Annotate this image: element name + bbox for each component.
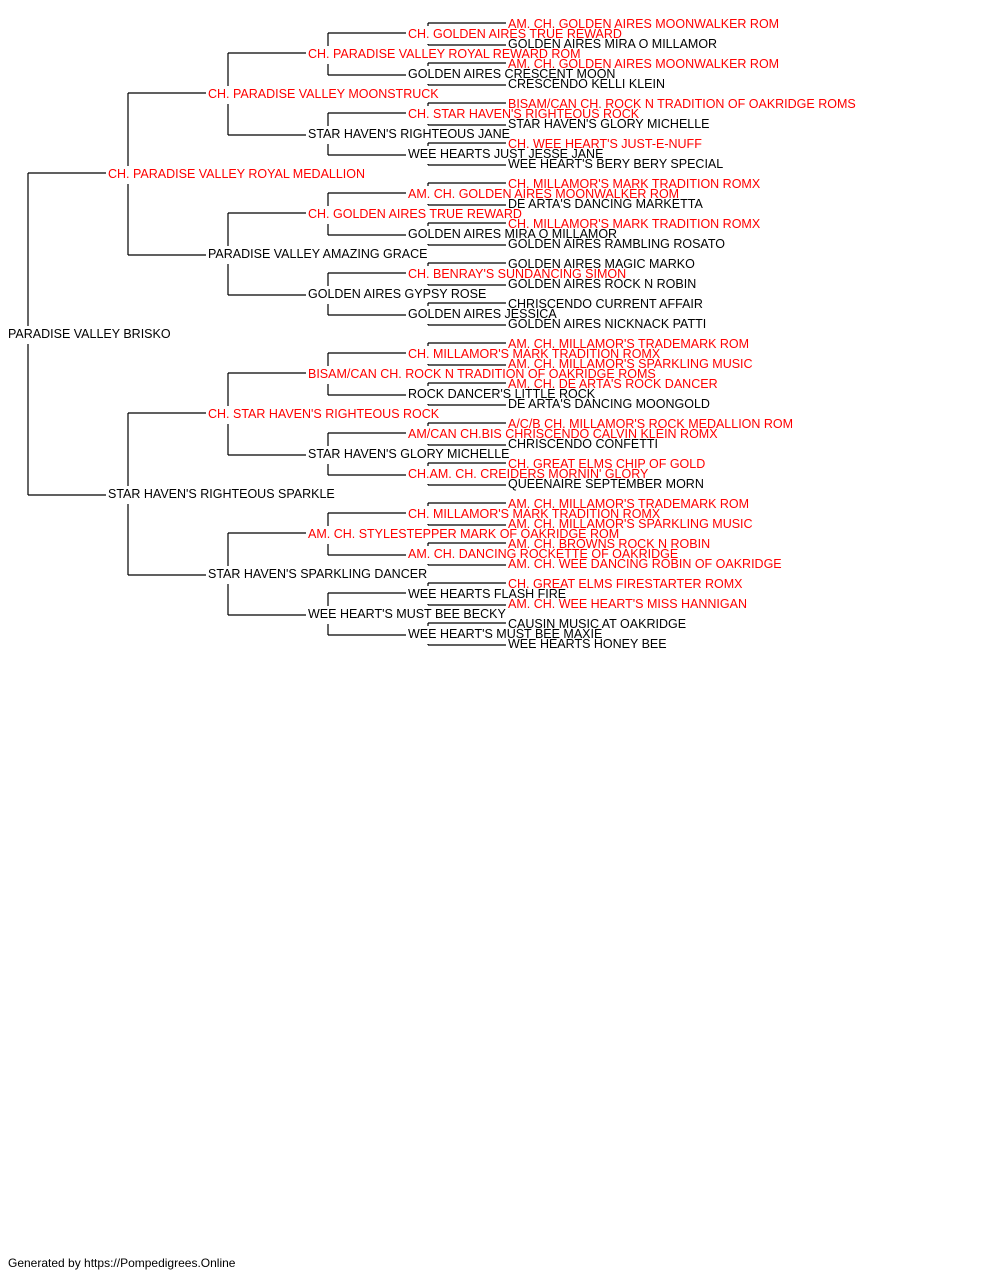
pedigree-node-label: CH. MILLAMOR'S MARK TRADITION ROMX (508, 177, 761, 191)
pedigree-node-label: WEE HEART'S MUST BEE BECKY (308, 607, 506, 621)
pedigree-node-label: GOLDEN AIRES GYPSY ROSE (308, 287, 486, 301)
pedigree-node-label: AM. CH. WEE DANCING ROBIN OF OAKRIDGE (508, 557, 782, 571)
pedigree-node-label: AM/CAN CH.BIS CHRISCENDO CALVIN KLEIN RO… (408, 427, 718, 441)
pedigree-node-label: AM. CH. MILLAMOR'S SPARKLING MUSIC (508, 357, 753, 371)
pedigree-node-label: GOLDEN AIRES MIRA O MILLAMOR (508, 37, 717, 51)
pedigree-node-label: AM. CH. DANCING ROCKETTE OF OAKRIDGE (408, 547, 678, 561)
pedigree-node-label: AM. CH. WEE HEART'S MISS HANNIGAN (508, 597, 747, 611)
pedigree-node-label: BISAM/CAN CH. ROCK N TRADITION OF OAKRID… (308, 367, 656, 381)
pedigree-node-label: CH. STAR HAVEN'S RIGHTEOUS ROCK (208, 407, 440, 421)
pedigree-node-label: PARADISE VALLEY BRISKO (8, 327, 171, 341)
pedigree-node-label: AM. CH. GOLDEN AIRES MOONWALKER ROM (508, 17, 779, 31)
pedigree-node-label: QUEENAIRE SEPTEMBER MORN (508, 477, 704, 491)
pedigree-node-label: CH. WEE HEART'S JUST-E-NUFF (508, 137, 702, 151)
pedigree-node-label: STAR HAVEN'S GLORY MICHELLE (508, 117, 710, 131)
pedigree-node-label: GOLDEN AIRES CRESCENT MOON (408, 67, 615, 81)
pedigree-node-label: A/C/B CH. MILLAMOR'S ROCK MEDALLION ROM (508, 417, 793, 431)
pedigree-node-label: ROCK DANCER'S LITTLE ROCK (408, 387, 596, 401)
pedigree-node-label: AM. CH. BROWNS ROCK N ROBIN (508, 537, 710, 551)
pedigree-node-label: AM. CH. GOLDEN AIRES MOONWALKER ROM (408, 187, 679, 201)
pedigree-node-label: AM. CH. STYLESTEPPER MARK OF OAKRIDGE RO… (308, 527, 619, 541)
pedigree-node-label: GOLDEN AIRES RAMBLING ROSATO (508, 237, 725, 251)
pedigree-node-label: AM. CH. GOLDEN AIRES MOONWALKER ROM (508, 57, 779, 71)
pedigree-node-label: GOLDEN AIRES NICKNACK PATTI (508, 317, 706, 331)
pedigree-node-label: AM. CH. MILLAMOR'S SPARKLING MUSIC (508, 517, 753, 531)
pedigree-node-label: DE ARTA'S DANCING MARKETTA (508, 197, 703, 211)
pedigree-node-label: AM. CH. MILLAMOR'S TRADEMARK ROM (508, 497, 749, 511)
pedigree-node-label: STAR HAVEN'S SPARKLING DANCER (208, 567, 427, 581)
pedigree-node-label: CH. STAR HAVEN'S RIGHTEOUS ROCK (408, 107, 640, 121)
pedigree-node-label: BISAM/CAN CH. ROCK N TRADITION OF OAKRID… (508, 97, 856, 111)
pedigree-node-label: AM. CH. DE ARTA'S ROCK DANCER (508, 377, 718, 391)
pedigree-node-label: CAUSIN MUSIC AT OAKRIDGE (508, 617, 686, 631)
pedigree-node-label: WEE HEART'S MUST BEE MAXIE (408, 627, 602, 641)
pedigree-node-label: STAR HAVEN'S GLORY MICHELLE (308, 447, 510, 461)
pedigree-node-label: WEE HEARTS JUST JESSE JANE (408, 147, 603, 161)
pedigree-node-label: CH. GREAT ELMS CHIP OF GOLD (508, 457, 705, 471)
pedigree-node-label: CH.AM. CH. CREIDERS MORNIN' GLORY (408, 467, 649, 481)
pedigree-node-label: CH. BENRAY'S SUNDANCING SIMON (408, 267, 626, 281)
pedigree-node-label: CH. MILLAMOR'S MARK TRADITION ROMX (408, 507, 661, 521)
pedigree-node-label: CH. MILLAMOR'S MARK TRADITION ROMX (508, 217, 761, 231)
pedigree-node-label: WEE HEART'S BERY BERY SPECIAL (508, 157, 723, 171)
pedigree-node-label: CHRISCENDO CONFETTI (508, 437, 658, 451)
pedigree-node-label: CH. GOLDEN AIRES TRUE REWARD (308, 207, 522, 221)
pedigree-node-label: PARADISE VALLEY AMAZING GRACE (208, 247, 428, 261)
pedigree-node-label: CH. MILLAMOR'S MARK TRADITION ROMX (408, 347, 661, 361)
pedigree-node-label: GOLDEN AIRES ROCK N ROBIN (508, 277, 696, 291)
pedigree-node-label: CH. GOLDEN AIRES TRUE REWARD (408, 27, 622, 41)
pedigree-node-label: CH. PARADISE VALLEY ROYAL REWARD ROM (308, 47, 581, 61)
pedigree-node-label: CH. GREAT ELMS FIRESTARTER ROMX (508, 577, 743, 591)
pedigree-node-label: GOLDEN AIRES MAGIC MARKO (508, 257, 695, 271)
pedigree-node-label: CH. PARADISE VALLEY ROYAL MEDALLION (108, 167, 365, 181)
pedigree-node-label: STAR HAVEN'S RIGHTEOUS SPARKLE (108, 487, 335, 501)
pedigree-node-label: WEE HEARTS HONEY BEE (508, 637, 667, 651)
pedigree-node-label: DE ARTA'S DANCING MOONGOLD (508, 397, 710, 411)
pedigree-node-label: AM. CH. MILLAMOR'S TRADEMARK ROM (508, 337, 749, 351)
pedigree-node-label: CHRISCENDO CURRENT AFFAIR (508, 297, 703, 311)
pedigree-node-label: GOLDEN AIRES JESSICA (408, 307, 557, 321)
footer-credit: Generated by https://Pompedigrees.Online (8, 1256, 236, 1270)
pedigree-node-label: GOLDEN AIRES MIRA O MILLAMOR (408, 227, 617, 241)
pedigree-node-label: CH. PARADISE VALLEY MOONSTRUCK (208, 87, 439, 101)
pedigree-node-label: STAR HAVEN'S RIGHTEOUS JANE (308, 127, 510, 141)
pedigree-node-label: WEE HEARTS FLASH FIRE (408, 587, 566, 601)
pedigree-node-label: CRESCENDO KELLI KLEIN (508, 77, 665, 91)
